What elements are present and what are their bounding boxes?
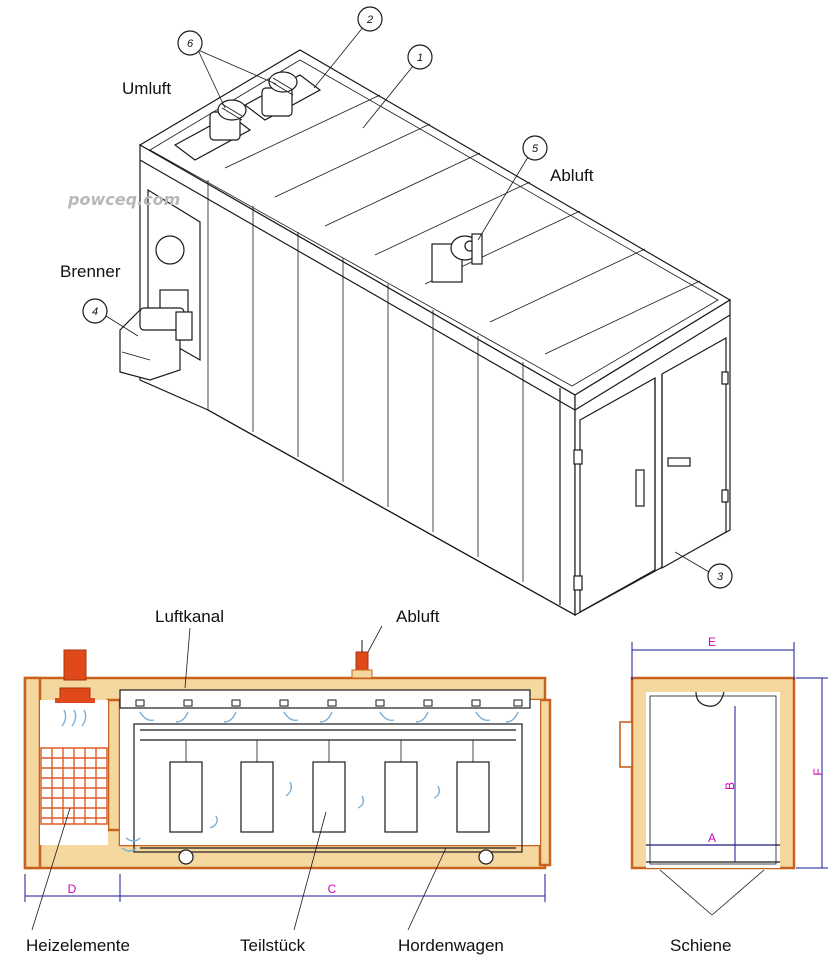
label-luftkanal: Luftkanal	[155, 607, 224, 626]
label-abluft-bottom: Abluft	[396, 607, 440, 626]
label-teilstueck: Teilstück	[240, 936, 306, 955]
svg-text:4: 4	[92, 306, 98, 318]
section-view: D C	[23, 625, 552, 931]
heizelemente-block	[40, 747, 108, 825]
svg-text:6: 6	[187, 38, 194, 50]
label-hordenwagen: Hordenwagen	[398, 936, 504, 955]
section-abluft-fan	[351, 640, 373, 679]
callout-2	[357, 6, 383, 32]
watermark: powceq.com	[67, 190, 180, 209]
brenner-unit	[119, 307, 193, 381]
callout-4	[82, 298, 108, 324]
label-brenner: Brenner	[60, 262, 121, 281]
svg-text:2: 2	[366, 14, 373, 26]
label-heizelemente: Heizelemente	[26, 936, 130, 955]
dim-lines-bottom	[24, 874, 546, 902]
oven-doors	[573, 336, 729, 614]
airflow-arrows	[61, 709, 519, 852]
end-section-view	[619, 642, 828, 916]
hordenwagen	[133, 723, 523, 865]
section-umluft-motor	[55, 649, 95, 703]
dim-F: F	[811, 768, 825, 775]
svg-text:5: 5	[532, 143, 539, 155]
callout-3	[707, 563, 733, 589]
callout-5	[522, 135, 548, 161]
umluft-motor-1	[209, 99, 247, 141]
dim-B: B	[723, 782, 737, 790]
dim-A: A	[708, 831, 716, 845]
dim-C: C	[328, 882, 337, 896]
svg-text:3: 3	[717, 571, 724, 583]
dim-D: D	[68, 882, 77, 896]
isometric-oven	[119, 49, 732, 617]
luftkanal	[119, 689, 531, 709]
callout-6	[177, 30, 203, 56]
callout-1	[407, 44, 433, 70]
teilstueck-group	[169, 740, 490, 833]
dim-E: E	[708, 635, 716, 649]
label-abluft-top: Abluft	[550, 166, 594, 185]
callouts: 1 2 6 5 4 3	[82, 6, 733, 589]
label-schiene: Schiene	[670, 936, 731, 955]
svg-text:1: 1	[417, 52, 423, 64]
abluft-fan	[431, 233, 483, 283]
umluft-motor-2	[261, 71, 298, 117]
label-umluft: Umluft	[122, 79, 171, 98]
